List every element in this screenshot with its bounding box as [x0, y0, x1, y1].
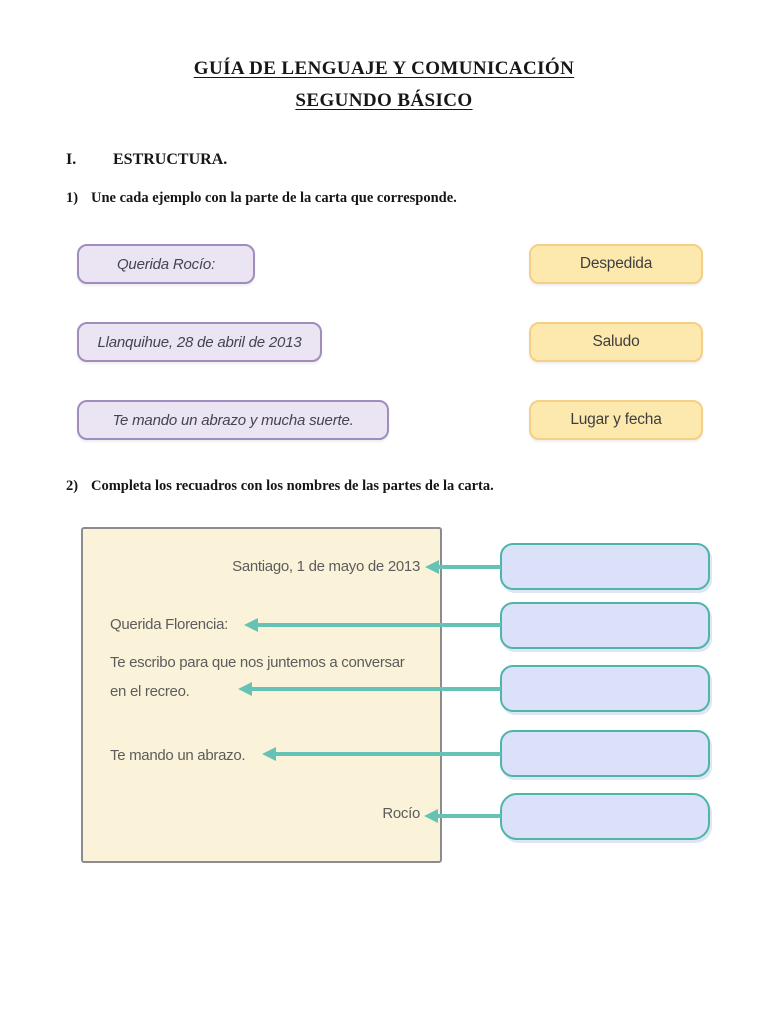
letter-panel: Santiago, 1 de mayo de 2013 Querida Flor…: [81, 527, 442, 863]
exercise2-instruction-text: Completa los recuadros con los nombres d…: [91, 478, 494, 494]
label-box-despedida-label: Despedida: [579, 255, 653, 272]
label-box-saludo-label: Saludo: [592, 333, 640, 350]
exercise1-number: 1): [66, 190, 79, 206]
page-subtitle: SEGUNDO BÁSICO: [295, 90, 473, 111]
example-box-greeting[interactable]: Querida Rocío:: [77, 244, 255, 284]
label-box-despedida[interactable]: Despedida: [529, 244, 703, 284]
answer-box-body[interactable]: [500, 665, 710, 712]
page-title: GUÍA DE LENGUAJE Y COMUNICACIÓN: [193, 58, 575, 79]
section-title: ESTRUCTURA.: [113, 151, 228, 168]
letter-body-line2: en el recreo.: [110, 683, 190, 700]
label-box-lugar-y-fecha-label: Lugar y fecha: [570, 411, 662, 428]
exercise1-instruction-text: Une cada ejemplo con la parte de la cart…: [91, 190, 457, 206]
answer-box-date[interactable]: [500, 543, 710, 590]
section-numeral: I.: [66, 151, 77, 168]
exercise1-instruction: 1) Une cada ejemplo con la parte de la c…: [66, 190, 457, 207]
letter-farewell: Te mando un abrazo.: [110, 747, 246, 764]
answer-box-signature[interactable]: [500, 793, 710, 840]
example-box-farewell[interactable]: Te mando un abrazo y mucha suerte.: [77, 400, 389, 440]
example-box-place-date[interactable]: Llanquihue, 28 de abril de 2013: [77, 322, 322, 362]
letter-greeting: Querida Florencia:: [110, 616, 228, 633]
exercise2-number: 2): [66, 478, 79, 494]
letter-date: Santiago, 1 de mayo de 2013: [232, 558, 420, 575]
example-box-farewell-label: Te mando un abrazo y mucha suerte.: [112, 411, 354, 429]
label-box-saludo[interactable]: Saludo: [529, 322, 703, 362]
section-heading: I. ESTRUCTURA.: [66, 151, 227, 169]
letter-body-line1: Te escribo para que nos juntemos a conve…: [110, 654, 405, 671]
answer-box-greeting[interactable]: [500, 602, 710, 649]
example-box-place-date-label: Llanquihue, 28 de abril de 2013: [97, 333, 302, 351]
letter-signature: Rocío: [382, 805, 420, 822]
answer-box-farewell[interactable]: [500, 730, 710, 777]
example-box-greeting-label: Querida Rocío:: [116, 255, 216, 273]
label-box-lugar-y-fecha[interactable]: Lugar y fecha: [529, 400, 703, 440]
exercise2-instruction: 2) Completa los recuadros con los nombre…: [66, 478, 494, 495]
